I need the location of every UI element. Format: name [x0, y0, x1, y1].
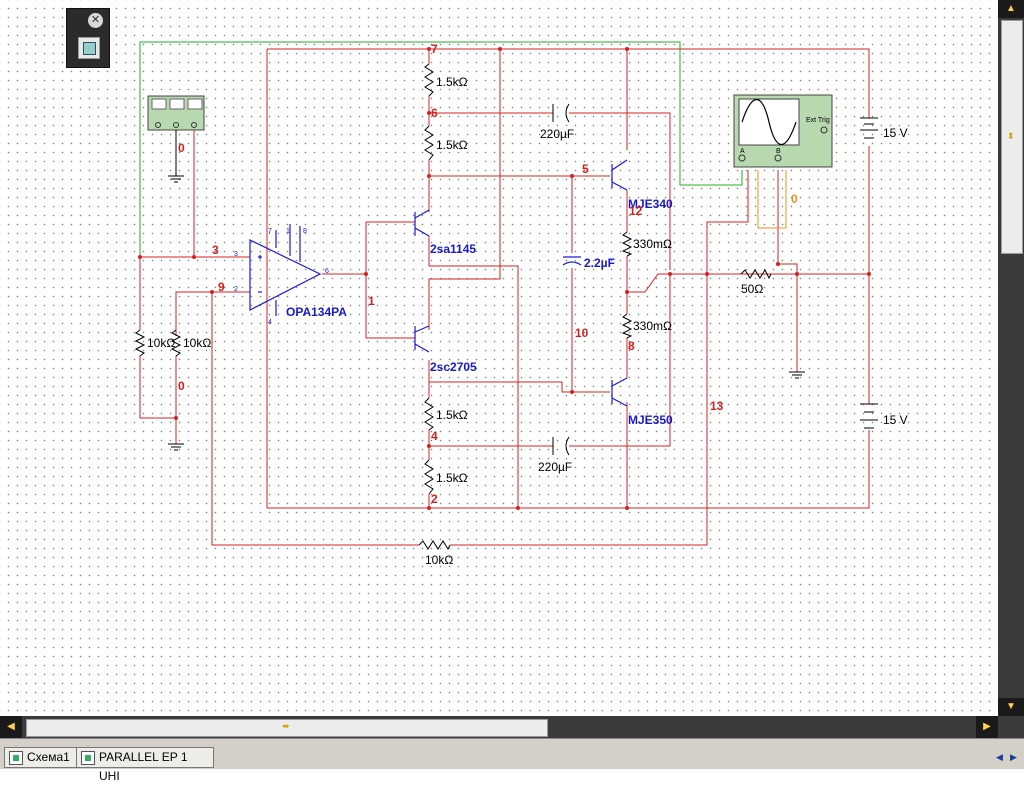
label-r-load: 50Ω [741, 282, 763, 296]
label-r-bot2: 1.5kΩ [436, 471, 468, 485]
scope-ext-trig-label: Ext Trig [806, 117, 830, 124]
net-3: 3 [212, 243, 219, 257]
label-r-top2: 1.5kΩ [436, 138, 468, 152]
grip-icon: ⬌ [282, 721, 290, 731]
net-7: 7 [431, 42, 438, 56]
schematic-canvas[interactable]: Ext Trig A B 1.5kΩ 1.5kΩ 1.5kΩ 1.5kΩ 10k… [0, 0, 998, 716]
label-q-out-top: MJE340 [628, 197, 673, 211]
pin-4: 4 [268, 319, 272, 326]
tab-prev-icon[interactable]: ◀ [994, 751, 1005, 763]
net-0-b: 0 [178, 379, 185, 393]
label-r-in2: 10kΩ [183, 336, 211, 350]
label-r-bot1: 1.5kΩ [436, 408, 468, 422]
tab-label: PARALLEL EP 1 UHI [99, 750, 188, 783]
label-v-top: 15 V [883, 126, 908, 140]
label-c-bot: 220µF [538, 460, 572, 474]
batteries[interactable] [860, 117, 878, 429]
label-opamp: OPA134PA [286, 305, 347, 319]
grounds [168, 166, 805, 451]
net-13: 13 [710, 399, 724, 413]
scroll-right-icon[interactable]: ▶ [976, 716, 998, 738]
pin-8: 8 [303, 228, 307, 235]
toolbar-button[interactable] [78, 37, 100, 59]
net-8: 8 [628, 339, 635, 353]
label-r-in1: 10kΩ [147, 336, 175, 350]
net-9: 9 [218, 280, 225, 294]
close-icon[interactable]: ✕ [88, 13, 103, 28]
capacitors[interactable] [552, 103, 582, 456]
horizontal-scrollbar[interactable]: ◀ ⬌ ▶ [0, 716, 1024, 738]
net-12: 12 [629, 204, 643, 218]
vertical-scrollbar[interactable]: ▲ ⬍ ▼ [998, 0, 1024, 716]
label-q-pnp: 2sa1145 [430, 242, 476, 256]
net-0-a: 0 [178, 141, 185, 155]
trigger-wire [757, 170, 787, 229]
label-r-e1: 330mΩ [633, 237, 672, 251]
transistors[interactable] [414, 159, 628, 407]
vertical-scroll-thumb[interactable]: ⬍ [1001, 20, 1023, 254]
junctions [138, 47, 871, 510]
scroll-left-icon[interactable]: ◀ [0, 716, 22, 738]
net-4: 4 [431, 429, 438, 443]
label-r-top1: 1.5kΩ [436, 75, 468, 89]
scroll-corner [998, 716, 1024, 738]
wires [139, 48, 870, 546]
net-5: 5 [582, 162, 589, 176]
tab-label: Схема1 [27, 750, 70, 764]
net-6: 6 [431, 106, 438, 120]
opamp[interactable] [249, 224, 322, 316]
net-2: 2 [431, 492, 438, 506]
scroll-down-icon[interactable]: ▼ [998, 698, 1024, 716]
scope-b-label: B [776, 148, 781, 155]
pin-2: 2 [234, 286, 238, 293]
probe-wire [139, 41, 743, 257]
label-v-bot: 15 V [883, 413, 908, 427]
function-generator-icon[interactable] [147, 95, 205, 166]
schematic-file-icon [81, 751, 95, 765]
resistors[interactable] [134, 63, 772, 551]
label-c-mid: 2.2µF [584, 256, 615, 270]
schematic-file-icon [9, 751, 23, 765]
pin-7: 7 [268, 228, 272, 235]
label-q-npn: 2sc2705 [430, 360, 477, 374]
label-r-fb: 10kΩ [425, 553, 453, 567]
grip-icon: ⬍ [1007, 131, 1015, 141]
label-q-out-bot: MJE350 [628, 413, 673, 427]
pin-1: 1 [286, 228, 290, 235]
tab-next-icon[interactable]: ▶ [1008, 751, 1019, 763]
floating-toolbar[interactable]: ✕ [66, 8, 110, 68]
net-10: 10 [575, 326, 589, 340]
tab-parallel-ep[interactable]: PARALLEL EP 1 UHI [76, 747, 214, 783]
net-0-c: 0 [791, 192, 798, 206]
pin-3: 3 [234, 251, 238, 258]
schematic-svg[interactable]: Ext Trig A B 1.5kΩ 1.5kΩ 1.5kΩ 1.5kΩ 10k… [0, 0, 998, 716]
tab-schema1[interactable]: Схема1 [4, 747, 78, 768]
scroll-up-icon[interactable]: ▲ [998, 0, 1024, 18]
horizontal-scroll-thumb[interactable]: ⬌ [26, 719, 548, 737]
net-1: 1 [368, 294, 375, 308]
oscilloscope-icon[interactable]: Ext Trig A B [733, 94, 833, 168]
document-tab-bar: Схема1 PARALLEL EP 1 UHI ◀ ▶ [0, 738, 1024, 783]
scope-a-label: A [740, 148, 745, 155]
pin-6: 6 [325, 268, 329, 275]
label-c-top: 220µF [540, 127, 574, 141]
label-r-e2: 330mΩ [633, 319, 672, 333]
